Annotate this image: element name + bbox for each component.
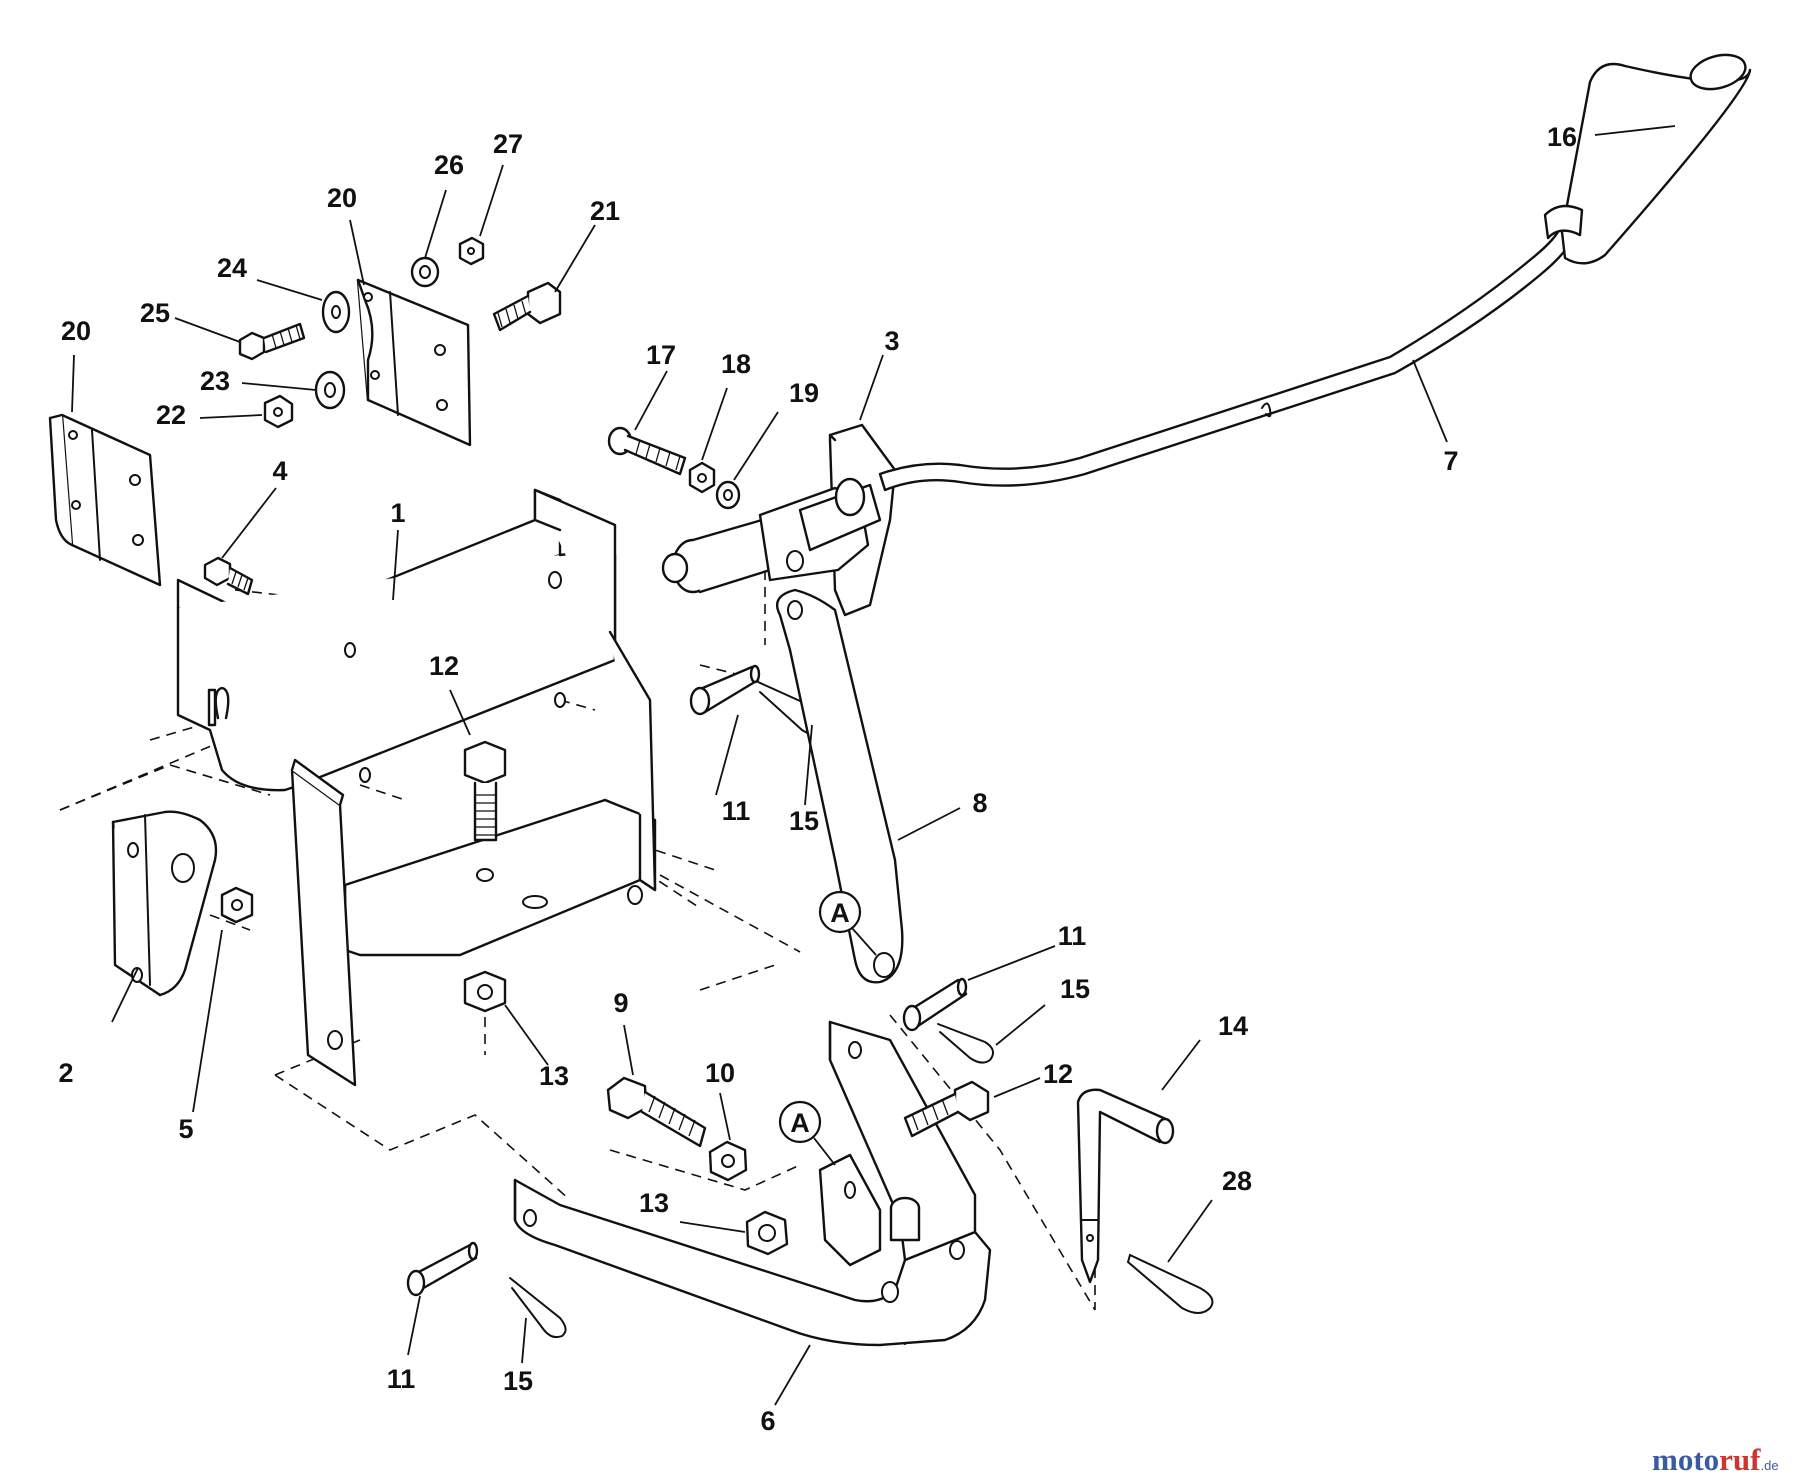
watermark-suffix: .de: [1760, 1458, 1778, 1473]
svg-text:A: A: [830, 898, 850, 928]
link-8: [775, 588, 904, 984]
callout-6: 6: [760, 1406, 775, 1436]
nut-5: [220, 886, 254, 924]
callout-13-lower: 13: [639, 1188, 669, 1218]
callout-1: 1: [390, 498, 405, 528]
callout-15-lower: 15: [503, 1366, 533, 1396]
bolt-17: [607, 426, 687, 476]
watermark-part1: moto: [1652, 1442, 1719, 1477]
callout-18: 18: [721, 349, 751, 379]
pin-14: [1076, 1088, 1175, 1284]
bolt-12-lower: [903, 1080, 990, 1138]
plate-20-upper: [356, 278, 472, 447]
watermark-logo: motoruf.de: [1652, 1442, 1779, 1477]
callout-22: 22: [156, 400, 186, 430]
pin-11-upper: [689, 664, 761, 716]
callout-14: 14: [1218, 1011, 1248, 1041]
nut-13-middle: [463, 970, 507, 1013]
callout-labels: 1 2 3 4 5 6 7 8 9 10 11 11 11 12 12 13 1…: [58, 122, 1577, 1436]
bracket-2: [111, 810, 218, 997]
callout-leaders: [71, 125, 1676, 1406]
bolt-12-middle: [463, 740, 507, 842]
callout-11-upper: 11: [722, 796, 751, 826]
bolt-9: [606, 1076, 707, 1148]
callout-8: 8: [972, 788, 987, 818]
nut-13-lower: [745, 1210, 789, 1256]
callout-12-lower: 12: [1043, 1059, 1073, 1089]
watermark-part2: ruf: [1719, 1442, 1761, 1477]
callout-28: 28: [1222, 1166, 1252, 1196]
callout-9: 9: [613, 988, 628, 1018]
pin-11-right: [902, 977, 968, 1032]
callout-3: 3: [884, 326, 899, 356]
callout-13-middle: 13: [539, 1061, 569, 1091]
callout-11-lower: 11: [387, 1364, 416, 1394]
reference-marker-a-lower: A: [778, 1100, 836, 1166]
callout-5: 5: [178, 1114, 193, 1144]
hardware-group-top: [238, 236, 562, 429]
svg-text:motoruf.de: motoruf.de: [1652, 1442, 1779, 1477]
callout-17: 17: [646, 340, 676, 370]
lever-7: [878, 226, 1577, 492]
callout-19: 19: [789, 378, 819, 408]
bolt-4: [203, 556, 254, 596]
grip-16: [1543, 53, 1752, 265]
svg-text:A: A: [790, 1108, 810, 1138]
callout-15-upper: 15: [789, 806, 819, 836]
pin-11-lower: [406, 1241, 479, 1297]
callout-25: 25: [140, 298, 170, 328]
nut-10: [708, 1140, 748, 1182]
clip-15-right: [937, 1023, 995, 1064]
plate-20-left: [48, 413, 162, 587]
callout-20-left: 20: [61, 316, 91, 346]
clip-28: [1126, 1253, 1214, 1314]
pivot-3: [661, 423, 897, 617]
callout-27: 27: [493, 129, 523, 159]
clip-15-lower: [509, 1277, 567, 1339]
callout-4: 4: [272, 456, 287, 486]
callout-20-upper: 20: [327, 183, 357, 213]
nut-18: [688, 461, 716, 494]
callout-23: 23: [200, 366, 230, 396]
washer-19: [715, 480, 741, 510]
callout-11-right: 11: [1058, 921, 1087, 951]
reference-marker-a-upper: A: [818, 890, 877, 956]
callout-16: 16: [1547, 122, 1577, 152]
callout-24: 24: [217, 253, 247, 283]
callout-21: 21: [590, 196, 620, 226]
callout-15-right: 15: [1060, 974, 1090, 1004]
callout-26: 26: [434, 150, 464, 180]
callout-12-middle: 12: [429, 651, 459, 681]
callout-10: 10: [705, 1058, 735, 1088]
callout-7: 7: [1443, 446, 1458, 476]
bracket-6: [513, 1020, 992, 1347]
callout-2: 2: [58, 1058, 73, 1088]
bracket-1: [176, 488, 657, 1087]
